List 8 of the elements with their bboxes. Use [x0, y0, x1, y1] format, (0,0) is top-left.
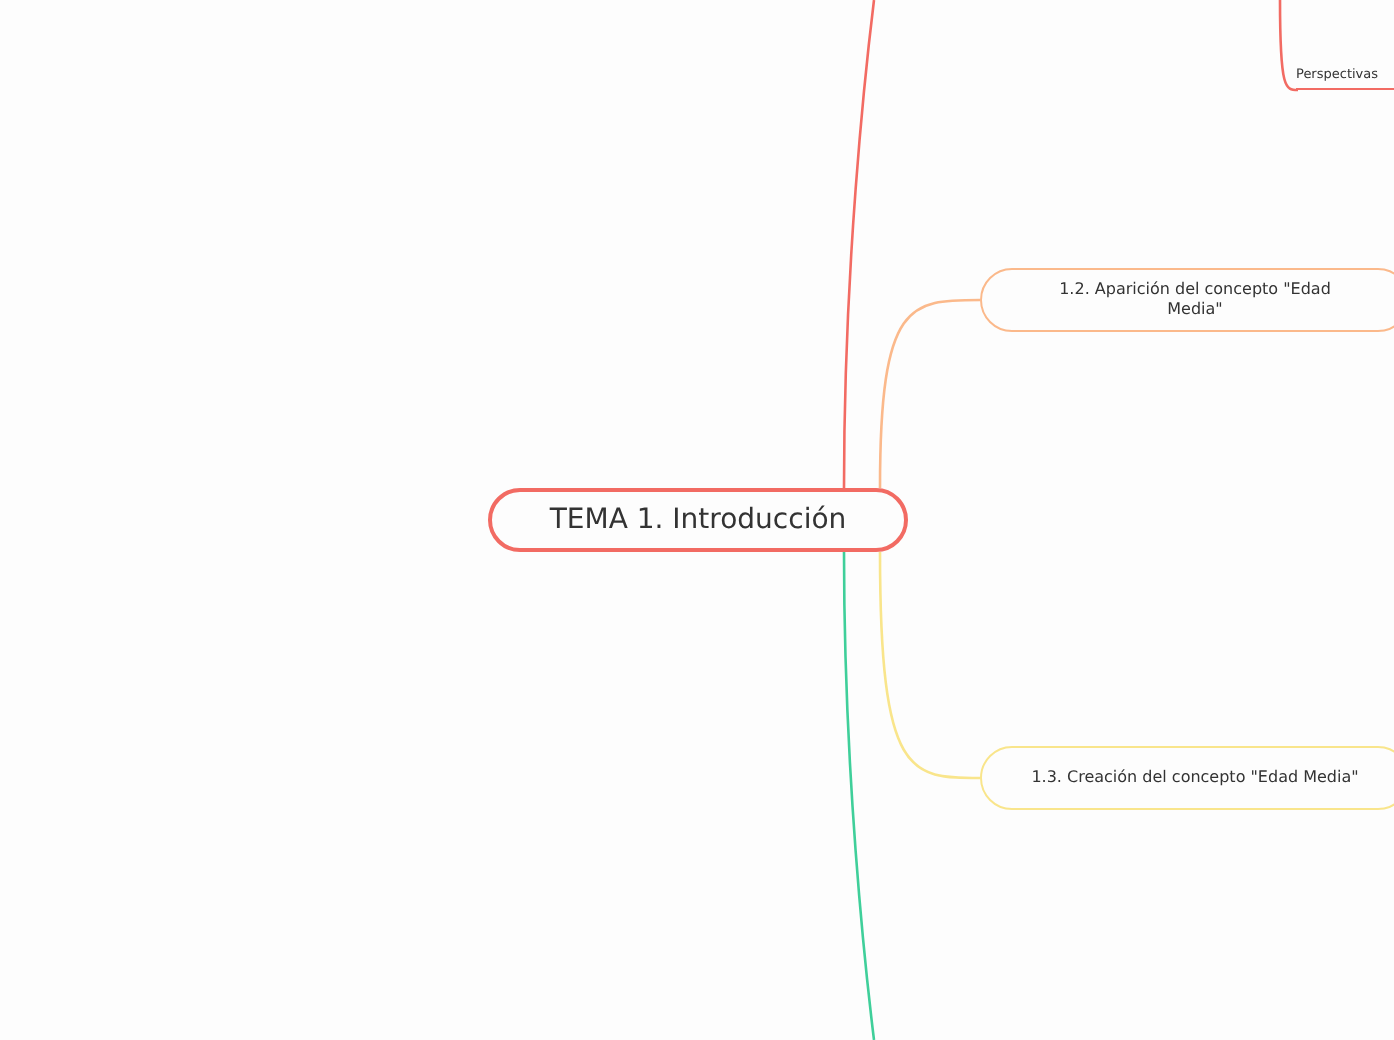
- branch-line: [842, 552, 876, 1040]
- topic-box: TEMA 1. Introducción: [488, 488, 908, 552]
- branch-line: [878, 552, 980, 780]
- branch-line: [1278, 0, 1299, 92]
- branch-line: [842, 0, 876, 488]
- topic-box: 1.3. Creación del concepto "Edad Media": [980, 746, 1394, 810]
- branch-line: [878, 298, 980, 488]
- topic-box: 1.2. Aparición del concepto "Edad Media": [980, 268, 1394, 332]
